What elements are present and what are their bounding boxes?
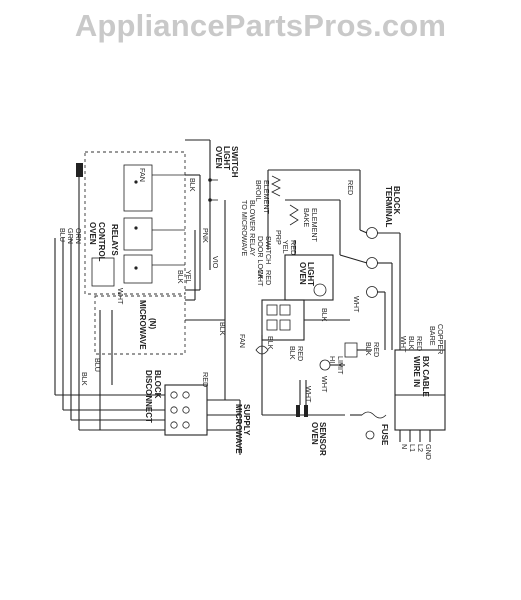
label-copper: COPPER — [436, 324, 445, 354]
label-broil: BROIL — [254, 180, 263, 202]
label-blk-yel1: BLK — [176, 270, 185, 284]
fan-motor — [255, 335, 345, 416]
label-red-top: RED — [346, 180, 355, 195]
top-wires — [185, 139, 218, 300]
label-blk3: BLK — [364, 342, 373, 356]
label-oven-sensor: OVEN — [310, 422, 319, 445]
label-blu-mid: BLU — [93, 358, 102, 372]
label-oven: OVEN — [298, 262, 307, 285]
label-red2: RED — [289, 240, 298, 255]
label-bare: BARE — [428, 326, 437, 346]
label-element2: ELEMENT — [310, 208, 319, 243]
watermark-logo: AppliancePartsPros.com — [74, 8, 447, 43]
label-disconnect: DISCONNECT — [144, 370, 153, 423]
label-door-lock: DOOR LOCK — [256, 236, 265, 279]
label-fuse: FUSE — [380, 424, 389, 446]
label-blk-vert: BLK — [218, 322, 227, 336]
label-red-t: RED — [415, 336, 424, 351]
label-yel2: YEL — [281, 240, 290, 254]
label-grn: GRN — [66, 228, 75, 244]
disconnect-block — [164, 384, 241, 455]
label-wht5: WHT — [304, 386, 313, 403]
label-fan: FAN — [138, 168, 147, 182]
oven-light — [284, 240, 334, 301]
label-blower-relay: BLOWER RELAY — [248, 200, 257, 256]
microwave-block — [94, 200, 226, 400]
label-supply: SUPPLY — [242, 404, 251, 436]
label-wire-in: WIRE IN — [412, 356, 421, 387]
label-hi: HI — [328, 356, 337, 363]
label-relays: RELAYS — [110, 224, 119, 256]
label-blu: BLU — [58, 228, 67, 242]
diagram-labels: BLU GRN ORN BLK BLU OVEN CONTROL RELAYS … — [58, 146, 445, 460]
label-wht-left: WHT — [116, 288, 125, 305]
label-bx-cable: BX CABLE — [421, 356, 430, 398]
label-light2: LIGHT — [306, 262, 315, 286]
label-terminal: TERMINAL — [384, 186, 393, 227]
label-blk2: BLK — [288, 346, 297, 360]
label-light: LIGHT — [222, 146, 231, 170]
label-block: BLOCK — [153, 370, 162, 399]
label-wht-t: WHT — [399, 336, 408, 353]
label-block2: BLOCK — [392, 186, 401, 215]
label-switch: SWITCH — [230, 146, 239, 178]
label-oven-light-switch: OVEN — [214, 146, 223, 169]
label-microwave-supply: MICROWAVE — [234, 404, 243, 454]
label-gnd: GND — [424, 444, 433, 460]
label-red3: RED — [264, 270, 273, 285]
label-microwave-n: MICROWAVE — [138, 300, 147, 350]
hi-limit — [319, 342, 372, 371]
label-vio: VIO — [211, 256, 220, 269]
label-l2: L2 — [416, 444, 425, 452]
power-supply-block — [394, 340, 446, 442]
label-wht4: WHT — [320, 376, 329, 393]
label-n-paren: (N) — [148, 318, 157, 329]
label-blk-left: BLK — [80, 372, 89, 386]
label-yel1: YEL — [184, 270, 193, 284]
label-red5: RED — [372, 342, 381, 357]
label-limit: LIMIT — [336, 356, 345, 375]
label-blk-r: BLK — [320, 308, 329, 322]
label-red4: RED — [296, 346, 305, 361]
label-wht3: WHT — [352, 296, 361, 313]
label-pnk: PNK — [201, 228, 210, 243]
bake-element — [285, 199, 341, 255]
relay-terminal-strip — [261, 299, 350, 341]
fuse — [350, 411, 387, 440]
oven-sensor — [296, 380, 308, 417]
left-supply-wires — [54, 163, 165, 431]
label-blk-top: BLK — [188, 178, 197, 192]
label-switch-nc: SWITCH — [264, 236, 273, 264]
label-oven-control: OVEN — [88, 222, 97, 245]
label-red-mid: RED — [201, 372, 210, 387]
label-control: CONTROL — [97, 222, 106, 262]
label-fan2: FAN — [238, 334, 247, 348]
label-blk-t: BLK — [407, 336, 416, 350]
label-wht2: WHT — [256, 270, 265, 287]
label-to-microwave: TO MICROWAVE — [240, 200, 249, 256]
label-blk-fan: BLK — [266, 336, 275, 350]
oven-control-relays — [84, 151, 186, 295]
label-sensor: SENSOR — [318, 422, 327, 456]
label-n: N — [400, 444, 409, 449]
label-prp: PRP — [274, 230, 283, 245]
label-bake: BAKE — [302, 208, 311, 227]
terminal-block — [339, 227, 401, 350]
label-orn: ORN — [74, 228, 83, 244]
broil-element — [267, 169, 361, 250]
label-l1: L1 — [408, 444, 417, 452]
label-element: ELEMENT — [262, 180, 271, 215]
